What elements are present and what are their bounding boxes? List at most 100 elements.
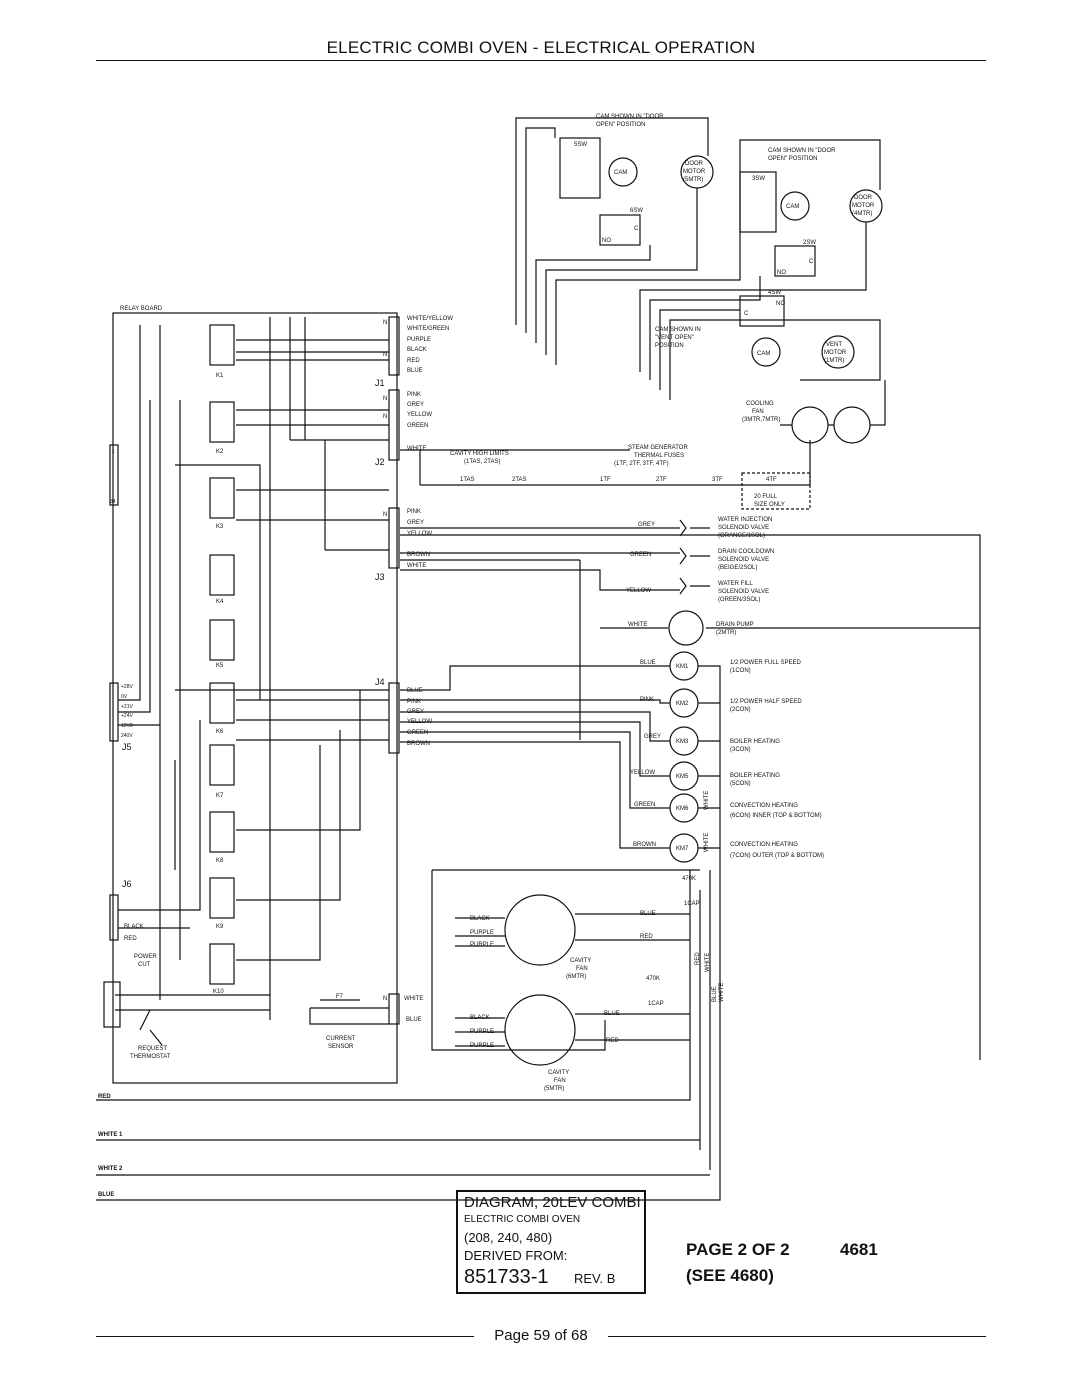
j2-wire-2: GREY <box>407 402 424 408</box>
page-title: ELECTRIC COMBI OVEN - ELECTRICAL OPERATI… <box>326 38 756 57</box>
n-label-4: N <box>383 414 387 420</box>
drain-cooldown-label-c: (BEIGE/2SOL) <box>718 565 757 571</box>
j1-wire-6: BLUE <box>407 368 423 374</box>
j6-red-label: RED <box>124 936 137 942</box>
door-motor-5-label: DOOR <box>685 161 704 167</box>
connector-j1: J1 <box>375 378 385 388</box>
relay-k10: K10 <box>213 989 224 995</box>
power-cut-label: POWER <box>134 954 157 960</box>
km5-label: KM5 <box>676 774 689 780</box>
half-half-label: 1/2 POWER HALF SPEED <box>730 699 802 705</box>
j5-pin-1: +28V <box>121 684 133 690</box>
fan2-wire-black: BLACK <box>470 1015 490 1021</box>
j2-wire-4: GREEN <box>407 423 428 429</box>
full20-label-b: SIZE ONLY <box>754 502 785 508</box>
relay-k4: K4 <box>216 599 224 605</box>
fan2-wire-purple-2: PURPLE <box>470 1043 494 1049</box>
n-label-5: N <box>383 512 387 518</box>
conv-6con-label: CONVECTION HEATING <box>730 803 798 809</box>
km1-label: KM1 <box>676 664 689 670</box>
cam-label-2: CAM <box>786 204 799 210</box>
vent-motor-label: VENT <box>826 342 842 348</box>
connector-j3: J3 <box>375 572 385 582</box>
km3-label: KM3 <box>676 739 689 745</box>
vertical-wire-blue: BLUE <box>712 986 718 1002</box>
cap-2-label: 1CAP <box>648 1001 664 1007</box>
door-motor-4-label-c: (4MTR) <box>852 211 872 217</box>
j5-pin-5: 12V8 <box>121 723 133 729</box>
j5-pin-3: +21V <box>121 704 133 710</box>
c-label-1: C <box>634 226 639 232</box>
drain-wire: WHITE <box>628 622 647 628</box>
switch-4sw: 4SW <box>768 290 781 296</box>
km-wire-white-1: WHITE <box>704 791 710 810</box>
steam-gen-label-b: THERMAL FUSES <box>634 453 684 459</box>
c-label-2: C <box>809 259 814 265</box>
title-block-rev: REV. B <box>574 1271 616 1286</box>
water-fill-label: WATER FILL <box>718 581 753 587</box>
j2-wire-5: WHITE <box>407 446 426 452</box>
j4-wire-2: PINK <box>407 699 421 705</box>
relay-k7: K7 <box>216 793 224 799</box>
switch-3sw: 3SW <box>752 176 765 182</box>
j1-wire-5: RED <box>407 358 420 364</box>
tf4-label: 4TF <box>766 477 777 483</box>
door-motor-4-label: DOOR <box>854 195 873 201</box>
j3-wire-1: PINK <box>407 509 421 515</box>
boiler-5con-label: BOILER HEATING <box>730 773 780 779</box>
water-fill-label-c: (GREEN/3SOL) <box>718 597 760 603</box>
cam-label-3: CAM <box>757 351 770 357</box>
km-wire-pink: PINK <box>640 697 654 703</box>
vertical-wire-red: RED <box>695 952 701 965</box>
page-number: Page 59 of 68 <box>476 1327 606 1344</box>
relay-board-outline <box>112 312 398 1084</box>
title-block-oven: ELECTRIC COMBI OVEN <box>464 1214 581 1225</box>
switch-5sw: 5SW <box>574 142 587 148</box>
drain-pump-label: DRAIN PUMP <box>716 622 754 628</box>
n-label-1: N <box>383 320 387 326</box>
cam-note-2b: OPEN" POSITION <box>768 156 817 162</box>
cap-1-label: 1CAP <box>684 901 700 907</box>
j5-pin-4: +24V <box>121 713 133 719</box>
cam-note-1: CAM SHOWN IN "DOOR <box>596 114 664 120</box>
cavity-fan-5-label-c: (5MTR) <box>544 1086 564 1092</box>
connector-j2: J2 <box>375 457 385 467</box>
sol-wire-yellow: YELLOW <box>626 588 651 594</box>
door-motor-5-label-c: (5MTR) <box>683 177 703 183</box>
cam-note-1b: OPEN" POSITION <box>596 122 645 128</box>
page-count: PAGE 2 OF 2 <box>686 1240 790 1259</box>
conv-7con-label: CONVECTION HEATING <box>730 842 798 848</box>
title-block-derived: DERIVED FROM: <box>464 1248 568 1263</box>
bus-blue: BLUE <box>98 1192 114 1198</box>
j4-wire-4: YELLOW <box>407 719 432 725</box>
km-wire-green: GREEN <box>634 802 655 808</box>
drain-pump-label-b: (2MTR) <box>716 630 736 636</box>
sensor-wire-blue: BLUE <box>406 1017 422 1023</box>
water-injection-label: WATER INJECTION <box>718 517 772 523</box>
conv-7con-label-b: (7CON) OUTER (TOP & BOTTOM) <box>730 853 824 859</box>
connector-j4: J4 <box>375 677 385 687</box>
conv-6con-label-b: (6CON) INNER (TOP & BOTTOM) <box>730 813 822 819</box>
fan1-wire-purple-2: PURPLE <box>470 942 494 948</box>
current-sensor-label-b: SENSOR <box>328 1044 354 1050</box>
c-label-3: C <box>744 311 749 317</box>
power-cut-label-b: CUT <box>138 962 151 968</box>
j4-wire-5: GREEN <box>407 730 428 736</box>
cavity-fan-5-label-b: FAN <box>554 1078 566 1084</box>
sol-wire-green: GREEN <box>630 552 651 558</box>
j6-black-label: BLACK <box>124 924 144 930</box>
km-wire-brown: BROWN <box>633 842 656 848</box>
pin-34-label: 34 <box>110 499 116 505</box>
j2-wire-1: PINK <box>407 392 421 398</box>
sol-wire-grey: GREY <box>638 522 655 528</box>
boiler-5con-label-b: (5CON) <box>730 781 751 787</box>
cam-vent-note: CAM SHOWN IN <box>655 327 701 333</box>
cavity-fan-6-label: CAVITY <box>570 958 591 964</box>
n-label-3: N <box>383 396 387 402</box>
current-sensor-label: CURRENT <box>326 1036 356 1042</box>
relay-k1: K1 <box>216 373 224 379</box>
bus-white-1: WHITE 1 <box>98 1132 123 1138</box>
j4-wire-1: BLUE <box>407 688 423 694</box>
switch-2sw: 2SW <box>803 240 816 246</box>
